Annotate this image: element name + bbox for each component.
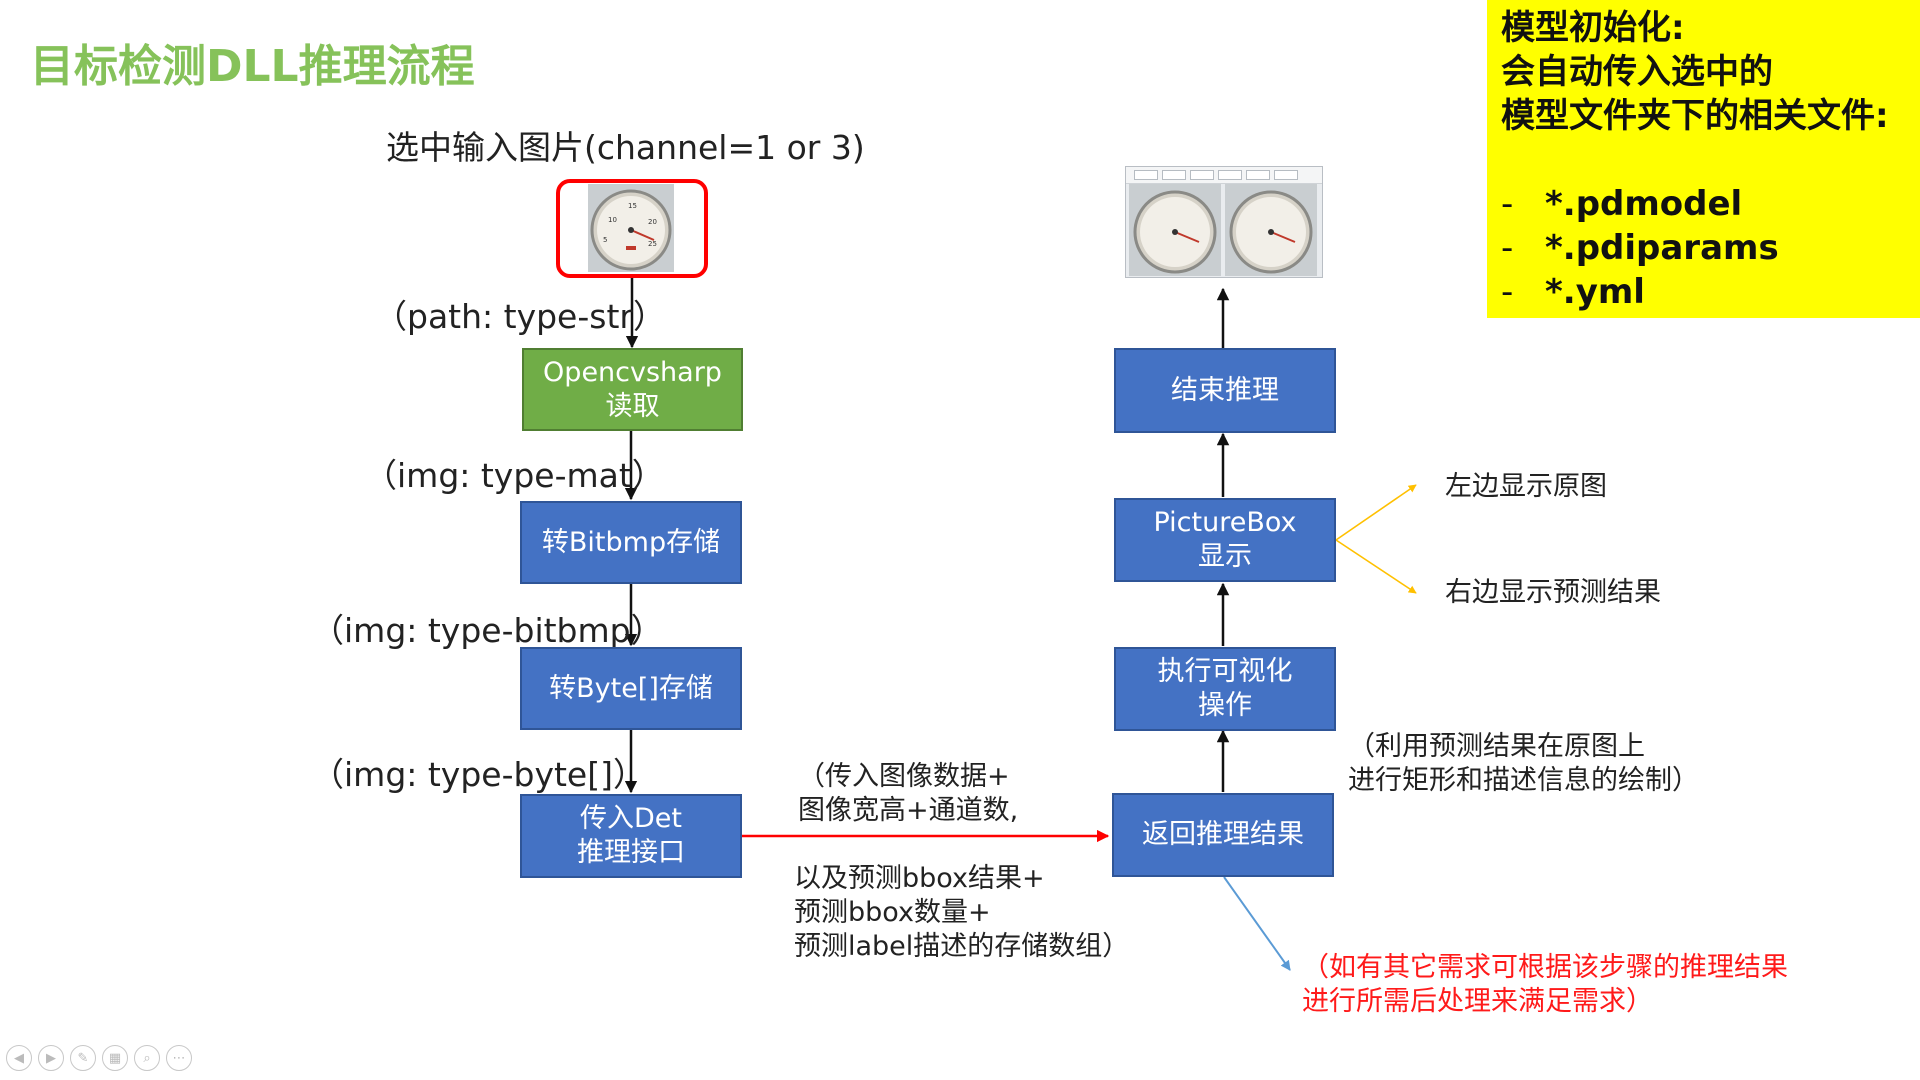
box-label-line: Opencvsharp <box>543 356 722 390</box>
zoom-icon[interactable]: ⌕ <box>134 1045 160 1071</box>
pen-icon[interactable]: ✎ <box>70 1045 96 1071</box>
result-window-toolbar <box>1126 167 1322 184</box>
svg-text:10: 10 <box>608 216 617 224</box>
box-label-line: 传入Det <box>580 802 682 836</box>
pass-desc-top: （传入图像数据+ 图像宽高+通道数, <box>798 760 1018 828</box>
box-label-line: 转Byte[]存储 <box>549 672 713 706</box>
edge-label-path: （path: type-str） <box>374 290 666 338</box>
file-pdiparams: *.pdiparams <box>1545 226 1779 270</box>
right-result-pane <box>1225 184 1317 276</box>
end-inference-box: 结束推理 <box>1114 348 1336 433</box>
next-slide-icon[interactable]: ▶ <box>38 1045 64 1071</box>
pass-desc-line: 图像宽高+通道数, <box>798 794 1018 828</box>
page-title: 目标检测DLL推理流程 <box>30 30 475 94</box>
to-byte-box: 转Byte[]存储 <box>520 647 742 730</box>
pass-desc-line: 预测label描述的存储数组） <box>794 930 1129 964</box>
opencvsharp-read-box: Opencvsharp 读取 <box>522 348 743 431</box>
visualize-desc-line: 进行矩形和描述信息的绘制） <box>1348 764 1699 798</box>
bullet-dash: - <box>1501 270 1545 314</box>
note-file-item: - *.yml <box>1501 270 1906 314</box>
input-image-label: 选中输入图片(channel=1 or 3) <box>386 121 865 169</box>
box-label-line: 结束推理 <box>1171 374 1279 408</box>
svg-text:20: 20 <box>648 218 657 226</box>
box-label-line: 推理接口 <box>577 836 685 870</box>
more-options-icon[interactable]: ⋯ <box>166 1045 192 1071</box>
pass-desc-line: 预测bbox数量+ <box>794 896 1129 930</box>
box-label-line: 操作 <box>1198 689 1252 723</box>
postprocess-note-line: （如有其它需求可根据该步骤的推理结果 <box>1302 951 1788 985</box>
pass-desc-line: 以及预测bbox结果+ <box>794 862 1129 896</box>
result-window-screenshot <box>1125 166 1323 278</box>
picturebox-box: PictureBox 显示 <box>1114 498 1336 582</box>
arrow-return-to-postprocess <box>1224 877 1290 970</box>
left-display-note: 左边显示原图 <box>1445 470 1607 504</box>
arrow-picturebox-to-right-note <box>1336 540 1416 593</box>
bullet-dash: - <box>1501 226 1545 270</box>
svg-text:25: 25 <box>648 240 657 248</box>
right-display-note: 右边显示预测结果 <box>1445 576 1661 610</box>
return-result-box: 返回推理结果 <box>1112 793 1334 877</box>
box-label-line: 读取 <box>606 390 660 424</box>
visualize-desc-line: （利用预测结果在原图上 <box>1348 730 1699 764</box>
pass-desc-line: （传入图像数据+ <box>798 760 1018 794</box>
box-label-line: PictureBox <box>1153 506 1296 540</box>
box-label-line: 执行可视化 <box>1158 655 1293 689</box>
model-init-note: 模型初始化: 会自动传入选中的 模型文件夹下的相关文件: - *.pdmodel… <box>1487 0 1920 318</box>
postprocess-note: （如有其它需求可根据该步骤的推理结果 进行所需后处理来满足需求） <box>1302 951 1788 1019</box>
svg-text:5: 5 <box>603 236 607 244</box>
postprocess-note-line: 进行所需后处理来满足需求） <box>1302 985 1788 1019</box>
edge-label-bitbmp: （img: type-bitbmp） <box>311 604 664 652</box>
pass-desc-bottom: 以及预测bbox结果+ 预测bbox数量+ 预测label描述的存储数组） <box>794 862 1129 964</box>
to-bitmap-box: 转Bitbmp存储 <box>520 501 742 584</box>
note-line: 会自动传入选中的 <box>1501 50 1906 94</box>
svg-text:15: 15 <box>628 202 637 210</box>
file-pdmodel: *.pdmodel <box>1545 182 1742 226</box>
note-file-item: - *.pdmodel <box>1501 182 1906 226</box>
bullet-dash: - <box>1501 182 1545 226</box>
box-label-line: 返回推理结果 <box>1142 818 1304 852</box>
slide-control-icons: ◀ ▶ ✎ ▦ ⌕ ⋯ <box>6 1045 192 1071</box>
note-line: 模型初始化: <box>1501 6 1906 50</box>
file-yml: *.yml <box>1545 270 1645 314</box>
edge-label-mat: （img: type-mat） <box>364 449 665 497</box>
slides-grid-icon[interactable]: ▦ <box>102 1045 128 1071</box>
note-file-item: - *.pdiparams <box>1501 226 1906 270</box>
left-original-pane <box>1129 184 1221 276</box>
visualize-desc: （利用预测结果在原图上 进行矩形和描述信息的绘制） <box>1348 730 1699 798</box>
visualize-box: 执行可视化 操作 <box>1114 647 1336 731</box>
box-label-line: 转Bitbmp存储 <box>542 526 720 560</box>
arrow-picturebox-to-left-note <box>1336 485 1416 540</box>
edge-label-byte: （img: type-byte[]） <box>311 748 646 796</box>
pressure-gauge-image: 10 15 20 5 25 <box>588 184 674 272</box>
prev-slide-icon[interactable]: ◀ <box>6 1045 32 1071</box>
box-label-line: 显示 <box>1198 540 1252 574</box>
note-line: 模型文件夹下的相关文件: <box>1501 94 1906 138</box>
det-api-box: 传入Det 推理接口 <box>520 794 742 878</box>
